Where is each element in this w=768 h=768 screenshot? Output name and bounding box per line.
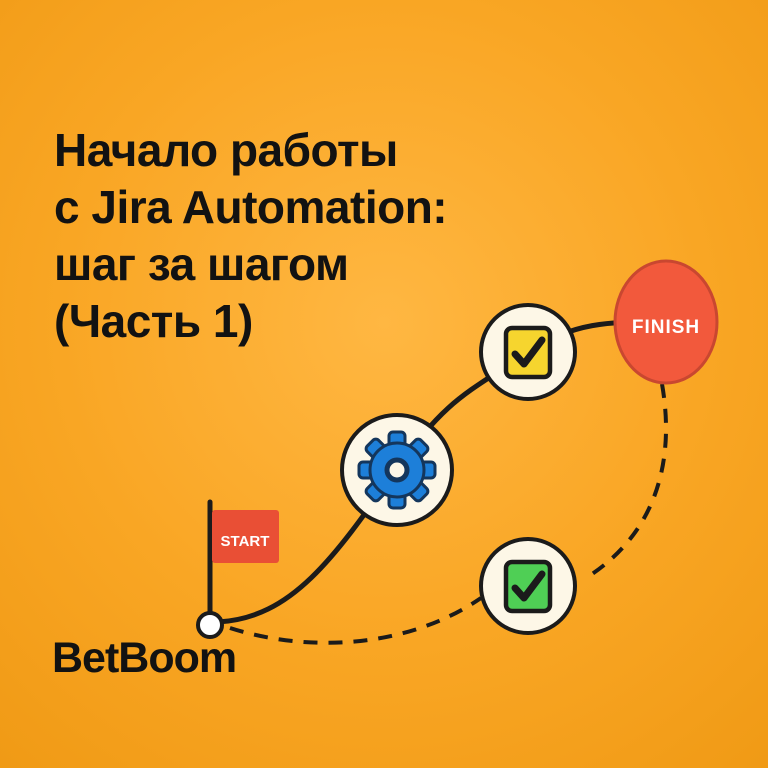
gear-node [340, 413, 454, 527]
title-line-3: шаг за шагом [54, 238, 349, 291]
gear-center-hole [384, 457, 410, 483]
start-flag-icon: START [196, 499, 279, 639]
flag-banner [212, 510, 279, 563]
flow-dashed-connector-bottom [229, 596, 483, 645]
checkbox-checked-yellow-icon [503, 325, 553, 380]
green-check-node [479, 537, 577, 635]
yellow-node-outline [479, 303, 577, 401]
gear-icon [357, 430, 437, 510]
flow-dashed-connector-right [584, 383, 668, 580]
brand-logo: BetBoom [52, 634, 237, 682]
finish-ellipse [613, 259, 719, 385]
checkbox-checked-green-icon [503, 559, 553, 614]
finish-label: FINISH [632, 317, 700, 338]
yellow-check-node [479, 303, 577, 401]
finish-node: FINISH [613, 259, 719, 385]
title-line-1: Начало работы [54, 124, 398, 176]
flow-solid-connector [217, 319, 665, 625]
gear-node-outline [340, 413, 454, 527]
flag-base-circle [196, 611, 224, 639]
green-node-outline [479, 537, 577, 635]
page-title: Начало работы с Jira Automation: шаг за … [54, 122, 448, 350]
start-label: START [221, 533, 270, 550]
title-line-2: с Jira Automation: [54, 181, 448, 234]
title-line-4: (Часть 1) [54, 295, 253, 348]
